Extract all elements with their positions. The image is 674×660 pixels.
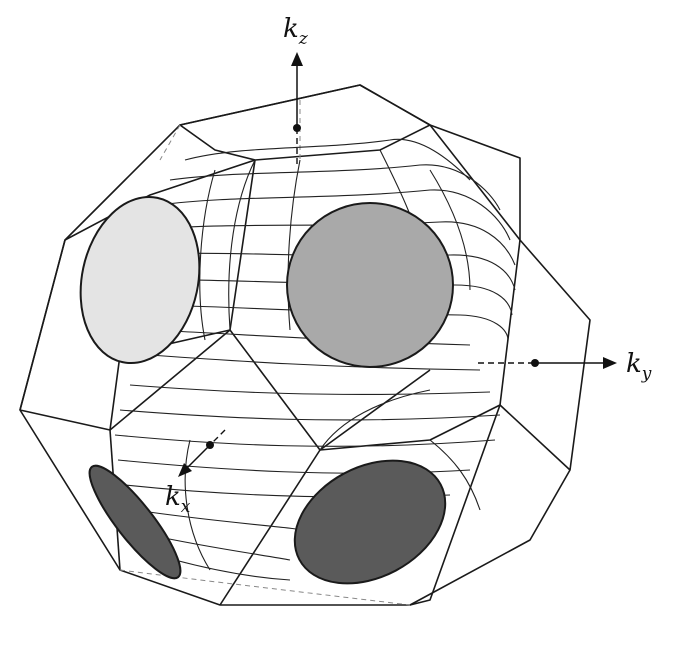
neck-upper-left — [79, 195, 201, 365]
kx-arrowhead — [178, 463, 192, 477]
kx-axis-line — [185, 444, 211, 470]
kx-origin-dot — [206, 441, 214, 449]
bz-edge-a — [64, 159, 256, 241]
bz-top-face — [179, 84, 431, 161]
bz-edge-i — [499, 404, 571, 471]
kx-axis-hidden — [209, 429, 226, 446]
neck-lower-right — [293, 459, 447, 585]
bz-edge-g — [219, 449, 321, 606]
axes — [178, 52, 617, 477]
ky-label: ky — [626, 349, 652, 384]
kz-label: kz — [283, 14, 309, 49]
ky-origin-dot — [531, 359, 539, 367]
bz-edge-l — [409, 404, 501, 606]
bz-edge-h — [319, 404, 501, 451]
neck-upper-right — [286, 202, 454, 368]
bz-edge-m — [19, 239, 66, 411]
bz-hidden-edge-b — [159, 124, 181, 161]
neck-lower-left — [88, 464, 182, 580]
ky-arrowhead — [603, 357, 617, 369]
bz-edge-d — [19, 354, 121, 431]
kz-origin-dot — [293, 124, 301, 132]
fermi-surface-necks — [79, 195, 454, 585]
kx-label: kx — [165, 482, 191, 517]
bz-edge-k — [429, 124, 521, 241]
bz-edge-j — [499, 239, 521, 406]
bz-edge-e — [109, 329, 231, 431]
kz-arrowhead — [291, 52, 303, 66]
axis-labels: kz ky kx — [165, 14, 652, 517]
